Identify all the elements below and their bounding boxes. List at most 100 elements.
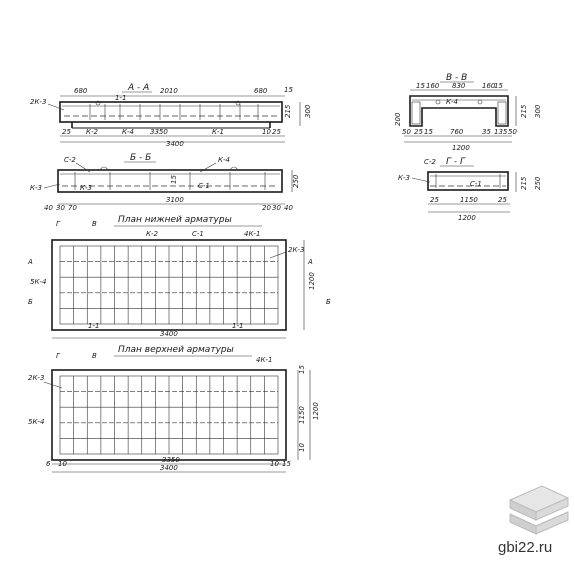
dim-label: 30 [56,204,65,212]
mark-label: К-3 [30,184,42,192]
section-vv-title: В - В [446,73,467,83]
cut-label: Г [56,220,61,228]
dim-label: 25 [272,128,281,136]
dim-label: 680 [74,87,88,95]
cut-label: Б [28,298,33,306]
mark-label: 2К-3 [30,98,46,106]
dim-label: 10 [270,460,279,468]
mark-label: 5К-4 [30,278,46,286]
dim-label: 15 [284,86,293,94]
dim-label: 20 [262,204,271,212]
mark-label: К-1 [212,128,224,136]
mark-label: С-2 [424,158,436,166]
mark-label: К-4 [218,156,230,164]
section-bb-title: Б - Б [130,153,151,163]
mark-label: 1-1 [232,322,243,330]
dim-label: 10 [58,460,67,468]
mark-label: 4К-1 [256,356,272,364]
mark-label: К-2 [86,128,98,136]
cut-label: А [27,258,33,266]
dim-total: 3400 [166,140,184,148]
dim-label: 25 [498,196,507,204]
dim-label: 50 [402,128,411,136]
dim-label: 2010 [160,87,178,95]
mark-label: 2К-3 [288,246,304,254]
dim-total: 1200 [452,144,470,152]
dim-label: 250 [534,176,542,190]
mark-label: К-4 [122,128,134,136]
dim-label: 3100 [166,196,184,204]
dim-label: 70 [68,204,77,212]
dim-label: 135 [494,128,508,136]
dim-label: 1150 [298,406,306,424]
dim-label: 15 [494,82,503,90]
plan-bottom-title: План нижней арматуры [118,215,232,225]
logo-icon [508,485,570,535]
mark-label: К-3 [80,184,92,192]
dim-label: 250 [292,174,300,188]
mark-label: 4К-1 [244,230,260,238]
plan-top: План верхней арматуры Г В 4К-1 2К-3 5К-4… [28,345,320,473]
section-vv: В - В 15 160 830 160 15 К-4 200 215 300 … [394,73,542,152]
dim-label: 760 [450,128,464,136]
dim-label: 25 [430,196,439,204]
dim-label: 15 [170,175,178,184]
dim-label: 160 [426,82,440,90]
dim-label: 35 [482,128,491,136]
mark-label: К-4 [446,98,458,106]
dim-label: 160 [482,82,496,90]
dim-label: 25 [414,128,423,136]
dim-label: 300 [304,104,312,118]
dim-label: 3350 [162,456,180,464]
dim-label: 15 [416,82,425,90]
mark-label: С-1 [198,182,210,190]
plan-top-title: План верхней арматуры [118,345,234,355]
mark-label: С-2 [64,156,76,164]
dim-label: 15 [424,128,433,136]
mark-label: К-3 [398,174,410,182]
dim-label: 25 [62,128,71,136]
dim-label: 30 [272,204,281,212]
section-gg: Г - Г С-2 К-3 С-1 215 250 25 1150 25 120… [398,157,542,222]
dim-total: 3400 [160,330,178,338]
cut-label: Г [56,352,61,360]
dim-label: 6 [46,460,51,468]
dim-label: 50 [508,128,517,136]
mark-label: 2К-3 [28,374,44,382]
dim-label: 215 [520,104,528,118]
mark-label: 1-1 [115,94,126,102]
dim-label: 1150 [460,196,478,204]
mark-label: 1-1 [88,322,99,330]
cut-label: Б [326,298,331,306]
cut-label: В [92,352,97,360]
section-aa: А - А 680 2010 680 15 2К-3 К-2 К-4 К-1 1… [30,83,312,148]
plan-bottom: План нижней арматуры Г В А А Б Б К-2 С-1… [27,215,331,339]
cut-label: В [92,220,97,228]
dim-label: 10 [298,443,306,452]
dim-label: 40 [44,204,53,212]
dim-label: 300 [534,104,542,118]
section-aa-title: А - А [127,83,149,93]
section-gg-title: Г - Г [446,157,466,167]
dim-label: 10 [262,128,271,136]
dim-label: 215 [284,104,292,118]
dim-label: 680 [254,87,268,95]
section-bb: Б - Б С-2 К-3 К-3 К-4 С-1 15 250 40 30 7… [30,153,300,212]
dim-label: 1200 [308,272,316,290]
mark-label: К-2 [146,230,158,238]
dim-label: 215 [520,176,528,190]
dim-label: 15 [282,460,291,468]
dim-label: 1200 [312,402,320,420]
dim-label: 3350 [150,128,168,136]
cut-label: А [307,258,313,266]
dim-total: 1200 [458,214,476,222]
dim-total: 3400 [160,464,178,472]
dim-label: 40 [284,204,293,212]
dim-label: 15 [298,365,306,374]
mark-label: С-1 [192,230,204,238]
mark-label: С-1 [470,180,482,188]
dim-label: 830 [452,82,466,90]
mark-label: 5К-4 [28,418,44,426]
logo-text: gbi22.ru [498,539,552,556]
